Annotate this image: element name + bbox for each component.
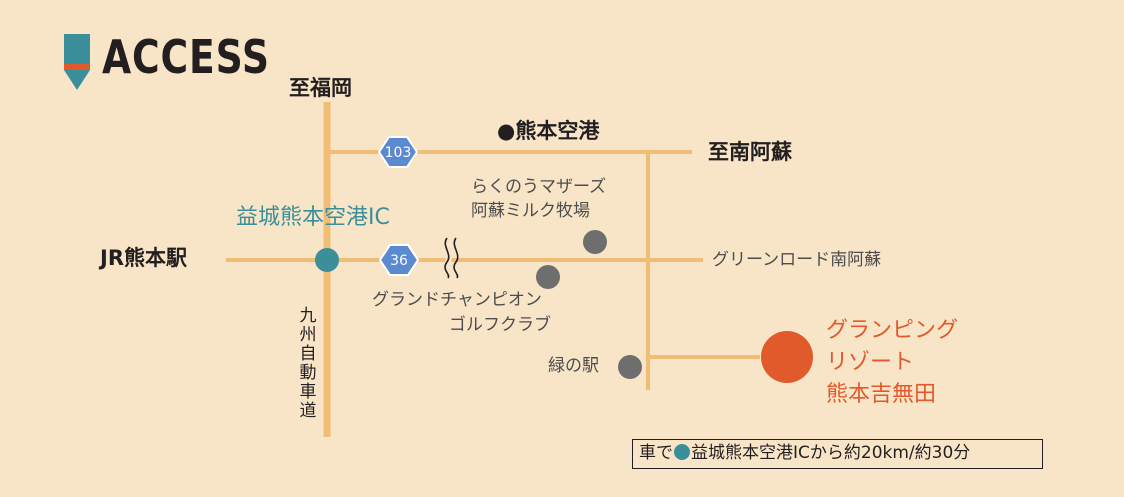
route-103-badge: 103 [377,136,419,168]
note-text: 益城熊本空港ICから約20km/約30分 [691,443,971,463]
green-road-label: グリーンロード南阿蘇 [712,250,882,270]
expressway-label-char: 道 [299,401,317,421]
route-36-number: 36 [390,253,408,269]
glamping-resort-marker [761,331,813,383]
access-note: 車で益城熊本空港ICから約20km/約30分 [632,439,1043,469]
hot-spring-icon [441,237,459,282]
midori-station-marker [618,355,642,379]
glamping-label-line2: リゾート [826,350,915,375]
page-title: ACCESS [102,30,270,84]
expressway-label-char: 九 [299,306,317,326]
route-103-number: 103 [385,145,412,161]
expressway-label-char: 自 [299,344,317,364]
pencil-icon [64,34,90,90]
expressway-label-char: 動 [299,363,317,383]
midori-station-label: 緑の駅 [548,356,599,376]
to-fukuoka-label: 至福岡 [289,76,352,100]
glamping-label-line3: 熊本吉無田 [826,382,937,407]
note-prefix: 車で [639,443,673,463]
golf-club-marker [536,265,560,289]
rakuno-mothers-label-line1: らくのうマザーズ [471,177,607,197]
ic-dot-icon [674,444,690,460]
mashiki-ic-label: 益城熊本空港IC [236,205,390,230]
kumamoto-airport-label: ●熊本空港 [497,119,600,143]
rakuno-mothers-marker [583,230,607,254]
expressway-label: 九州自動車道 [298,307,318,421]
mashiki-ic-marker [315,248,339,272]
expressway-label-char: 州 [299,325,317,345]
rakuno-mothers-label-line2: 阿蘇ミルク牧場 [471,201,590,221]
route-36-badge: 36 [378,244,420,276]
glamping-label-line1: グランピング [826,318,959,343]
to-minamiaso-label: 至南阿蘇 [708,140,792,164]
expressway-label-char: 車 [299,382,317,402]
golf-club-label-line2: ゴルフクラブ [449,315,551,335]
golf-club-label-line1: グランドチャンピオン [372,290,542,310]
jr-kumamoto-station-label: JR熊本駅 [100,246,187,270]
